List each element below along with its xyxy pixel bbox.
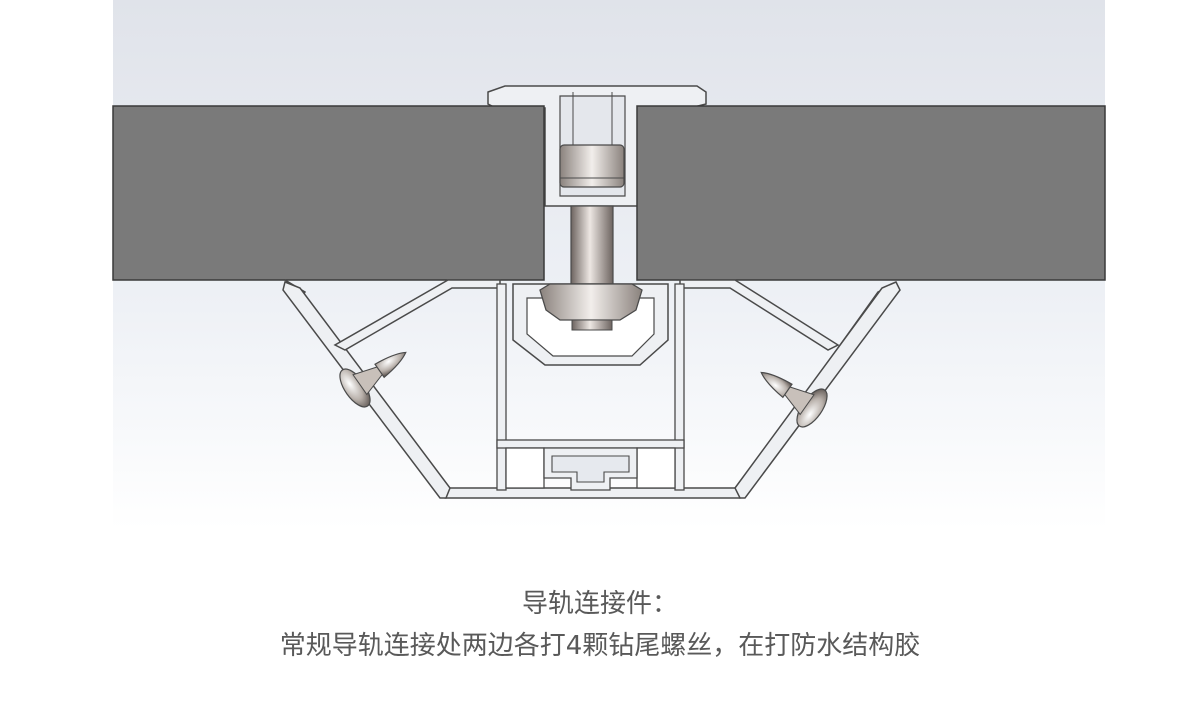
bolt-head xyxy=(539,283,643,321)
caption-body: 常规导轨连接处两边各打4颗钻尾螺丝，在打防水结构胶 xyxy=(279,631,921,661)
bolt-shaft xyxy=(570,205,614,289)
left-self-drilling-screw xyxy=(339,351,407,408)
center-web-left xyxy=(496,283,507,491)
caption-title: 导轨连接件： xyxy=(521,589,678,619)
bolt-tip xyxy=(571,319,613,331)
center-web-right xyxy=(674,283,685,491)
bottom-web xyxy=(496,439,685,449)
bottom-cell-left xyxy=(505,447,545,489)
right-self-drilling-screw xyxy=(760,371,828,428)
bottom-cell-right xyxy=(636,447,676,489)
rail-connector-cross-section xyxy=(112,0,1106,530)
left-panel xyxy=(112,105,545,281)
t-slot-inner xyxy=(551,455,630,483)
clamp-nut xyxy=(559,144,625,188)
right-panel xyxy=(636,105,1106,281)
left-brace xyxy=(333,279,501,351)
